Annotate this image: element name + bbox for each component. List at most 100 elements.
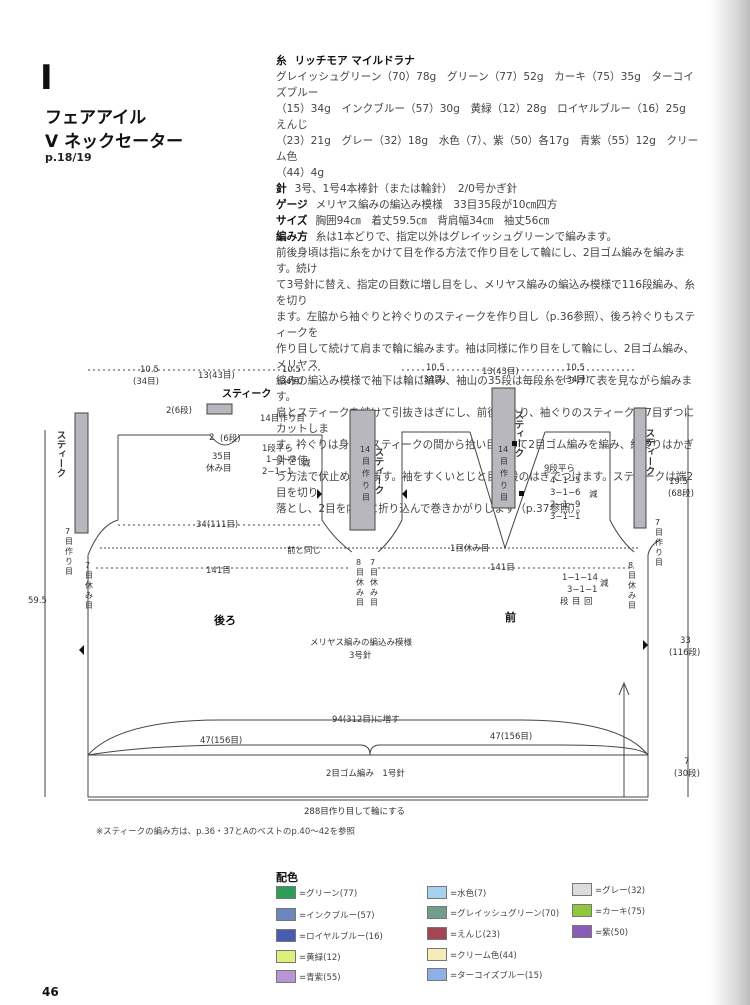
marker-left: [79, 645, 84, 655]
back-neck-small-steek: [206, 403, 233, 415]
method-label: 編み方: [276, 231, 308, 243]
v-label: 目: [500, 457, 508, 466]
size-text: 胸囲94㎝ 着丈59.5㎝ 背肩幅34㎝ 袖丈56㎝: [315, 215, 549, 227]
v-label: 目: [362, 493, 370, 502]
needle-text: 3号、1号4本棒針（または輪針） 2/0号かぎ針: [294, 183, 518, 195]
steek-reference-note: ※スティークの編み方は、p.36・37とAのベストのp.40〜42を参照: [96, 827, 356, 837]
v-label: 7: [85, 561, 90, 570]
yarn-line: （23）21g グレー（32）18g 水色（7）、紫（50）各17g 青紫（55…: [276, 135, 699, 163]
left-armhole-steek: [74, 412, 89, 534]
dim-label: (34目): [420, 375, 446, 385]
method-line: う方法で伏止めにします。袖をすくいとじと目と段のはぎでつけます。スティークは端2…: [276, 471, 694, 499]
v-label: 目: [370, 568, 378, 577]
method-line: て3号針に替え、指定の目数に増し目をし、メリヤス編みの編込み模様で116段編み、…: [276, 279, 695, 307]
marker-neck: [512, 441, 517, 446]
increase-arc: [87, 719, 649, 756]
underarm-label: 1−1−14: [562, 573, 598, 583]
steek-label: スティーク: [222, 388, 271, 400]
neck-label: 2−1−1: [262, 467, 292, 477]
pattern-subtitle: V ネックセーター: [45, 132, 184, 152]
palette-item: =黄緑(12): [276, 950, 341, 963]
size-label: サイズ: [276, 215, 308, 227]
body-outline: [87, 555, 649, 798]
v-label: 14: [360, 445, 370, 454]
v-label: 作: [362, 468, 370, 478]
palette-label: =水色(7): [450, 888, 487, 899]
front-neck-label: 2−1−9: [550, 500, 580, 510]
v-label: み: [370, 588, 378, 597]
same-label: 前と同じ: [287, 545, 321, 556]
palette-label: =グレイッシュグリーン(70): [450, 908, 560, 919]
palette-item: =カーキ(75): [572, 904, 645, 917]
needle-label: 針: [276, 183, 287, 195]
v-label: り: [500, 481, 508, 490]
back-label: 後ろ: [214, 613, 236, 627]
method-line: 前後身頃は指に糸をかけて目を作る方法で作り目をして輪にし、2目ゴム編みを編みます…: [276, 247, 685, 275]
palette-item: =紫(50): [572, 925, 628, 938]
half-label: 47(156目): [200, 736, 242, 746]
steek-label-left: スティーク: [55, 430, 67, 478]
needle-label: 3号針: [349, 650, 372, 661]
neck-label: 2(6段): [166, 405, 192, 416]
front-left-shoulder: [377, 431, 470, 553]
v-label: 目: [362, 457, 370, 466]
palette-label: =クリーム色(44): [450, 950, 517, 961]
color-swatch: [427, 906, 447, 919]
palette-item: =クリーム色(44): [427, 948, 517, 961]
method-line: 作り目して続けて肩まで輪に編みます。袖は同様に作り目をして輪にし、2目ゴム編み、…: [276, 343, 695, 371]
yarn-line: （15）34g インクブルー（57）30g 黄緑（12）28g ロイヤルブルー（…: [276, 103, 697, 131]
palette-label: =グリーン(77): [299, 888, 358, 899]
v-label: 14: [498, 445, 508, 454]
method-line: ます。左脇から袖ぐりと衿ぐりのスティークを作り目し（p.36参照）、後ろ衿ぐりも…: [276, 311, 696, 339]
total-height: 59.5: [28, 596, 47, 606]
dim-label: 13(43目): [198, 371, 235, 381]
front-right-armhole: [647, 539, 661, 556]
armhole-height: (68段): [668, 488, 694, 499]
palette-label: =えんじ(23): [450, 929, 501, 940]
pattern-title: フェアアイル: [45, 108, 147, 128]
method-line: 編みの編込み模様で袖下は輪に編み、袖山の35段は毎段糸をつけて表を見ながら編みま…: [276, 375, 693, 403]
color-swatch: [276, 950, 296, 963]
pattern-label: メリヤス編みの編込み模様: [310, 637, 413, 648]
v-label: 目: [85, 601, 93, 610]
v-label: み: [628, 591, 636, 600]
neck-label: 2: [209, 433, 214, 443]
palette-item: =インクブルー(57): [276, 908, 375, 921]
v-label: み: [356, 588, 364, 597]
dim-label: (34目): [133, 377, 159, 387]
method-line: す。衿ぐりは身頃とスティークの間から拾い目をして2目ゴム編みを編み、編終りはかぎ…: [276, 439, 694, 467]
v-label: 8: [628, 561, 633, 570]
rest-label: 1目休み目: [450, 543, 489, 554]
rib-height: 7: [684, 757, 689, 767]
color-swatch: [276, 886, 296, 899]
v-label: り: [655, 548, 663, 557]
body-height: 33: [680, 636, 691, 646]
palette-label: =インクブルー(57): [299, 910, 375, 921]
v-label: 目: [65, 567, 73, 576]
underarm-label: 回: [584, 597, 593, 607]
underarm-label: 3−1−1: [567, 585, 597, 595]
palette-item: =水色(7): [427, 886, 486, 899]
v-label: 目: [655, 558, 663, 567]
front-label: 前: [505, 610, 516, 624]
yarn-label: 糸: [276, 55, 287, 67]
palette-item: =ロイヤルブルー(16): [276, 929, 383, 942]
v-label: み: [85, 591, 93, 600]
v-label: 休: [370, 577, 378, 587]
palette-title: 配色: [276, 871, 298, 884]
v-label: り: [362, 481, 370, 490]
gauge-text: メリヤス編みの編込み模様 33目35段が10㎝四方: [315, 199, 558, 211]
spec-block: 糸リッチモア マイルドラナ グレイッシュグリーン（70）78g グリーン（77）…: [276, 53, 700, 517]
color-swatch: [572, 904, 592, 917]
palette-label: =青紫(55): [299, 972, 341, 983]
palette-item: =青紫(55): [276, 970, 341, 983]
front-neck-label: 9段平ら: [544, 463, 575, 474]
back-left-armhole: [87, 435, 119, 556]
dim-label: 10.5: [426, 363, 445, 373]
gauge-label: ゲージ: [276, 199, 308, 211]
v-label: 目: [356, 598, 364, 607]
front-neck-label: 減: [589, 489, 598, 500]
yarn-line: グレイッシュグリーン（70）78g グリーン（77）52g カーキ（75）35g…: [276, 71, 694, 99]
dim-label: 10.5: [566, 363, 585, 373]
